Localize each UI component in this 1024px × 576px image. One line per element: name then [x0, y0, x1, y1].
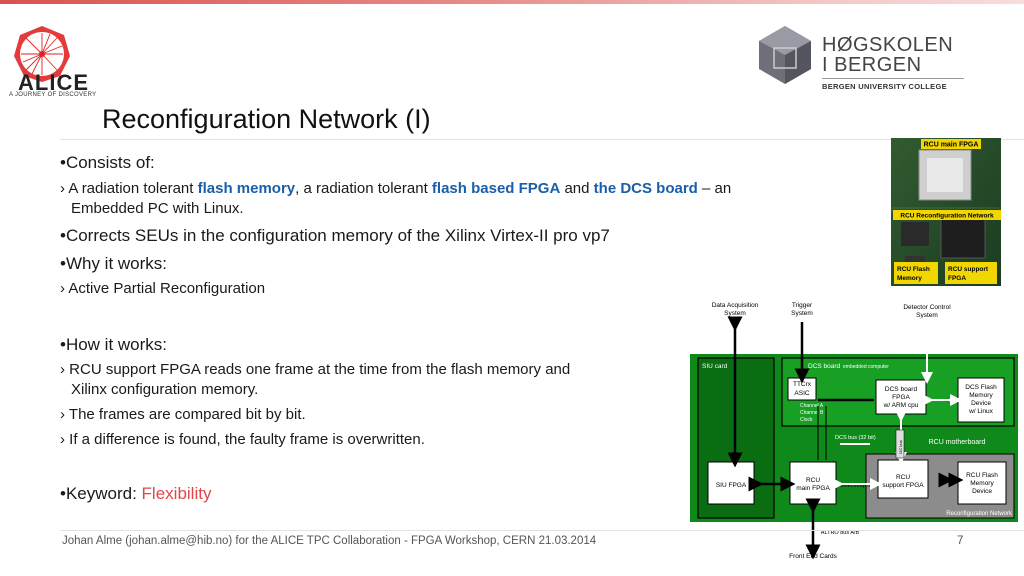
title-divider [60, 139, 1024, 140]
label-dcs-flash-2: Memory [969, 392, 993, 399]
hib-divider [822, 78, 964, 79]
label-dcs-ctrl-2: System [916, 312, 938, 319]
page-number: 7 [957, 535, 964, 547]
label-siu-fpga: SIU FPGA [716, 482, 747, 489]
top-accent-bar [0, 0, 1024, 4]
flash-fpga-highlight: flash based FPGA [431, 180, 561, 197]
svg-text:FPGA: FPGA [948, 275, 966, 282]
label-reconf-net: Reconfiguration Network [946, 511, 1013, 517]
bullet-corrects: •Corrects SEUs in the configuration memo… [60, 226, 610, 245]
rcu-board-photo: RCU main FPGA RCU Reconfiguration Networ… [891, 138, 1001, 286]
hib-name-line1: HØGSKOLEN [822, 34, 954, 56]
slide-title: Reconfiguration Network (I) [102, 104, 431, 134]
label-dcs-flash-3: Device [971, 400, 991, 407]
label-dcs-flash-1: DCS Flash [965, 384, 997, 391]
subbullet-how2: › The frames are compared bit by bit. [60, 406, 306, 423]
subbullet-active: › Active Partial Reconfiguration [60, 280, 266, 297]
hib-name-line2: I BERGEN [822, 54, 922, 76]
bullet-why: •Why it works: [60, 254, 168, 273]
keyword-value: Flexibility [141, 484, 212, 503]
bullet-keyword: •Keyword: Flexibility [60, 484, 212, 503]
hib-subtitle: BERGEN UNIVERSITY COLLEGE [822, 82, 947, 91]
alice-logo-text: ALICE [18, 70, 89, 95]
label-dcs-fpga-2: FPGA [892, 394, 910, 401]
label-rcu-flash-1: RCU Flash [966, 472, 998, 479]
bullet-consists: •Consists of: [60, 153, 155, 172]
dcs-board-highlight: the DCS board [593, 180, 698, 197]
label-fec: Front End Cards [789, 553, 837, 560]
subbullet-components-cont: Embedded PC with Linux. [71, 200, 244, 217]
flash-memory-highlight: flash memory [197, 180, 296, 197]
subbullet-how3: › If a difference is found, the faulty f… [60, 431, 425, 448]
label-rcu-flash-3: Device [972, 488, 992, 495]
label-channel-a: Channel A [800, 403, 824, 409]
rcu-block-diagram: Data Acquisition System Trigger System D… [690, 302, 1018, 560]
label-rcu-flash-2: Memory [970, 480, 994, 487]
label-channel-b: Channel B [800, 410, 824, 416]
footer-divider [60, 530, 1024, 531]
label-ttcrx-1: TTCrx [793, 381, 812, 388]
label-dcs-board: DCS board [808, 363, 841, 370]
subbullet-how1-cont: Xilinx configuration memory. [71, 381, 259, 398]
label-dcs-ctrl-1: Detector Control [903, 304, 951, 311]
label-rcu-motherboard: RCU motherboard [929, 439, 986, 446]
label-rcu-sup-2: support FPGA [882, 482, 924, 489]
label-trigger-1: Trigger [792, 302, 813, 309]
alice-logo-icon [14, 26, 70, 82]
label-clock: Clock [800, 417, 813, 423]
bullet-how: •How it works: [60, 335, 168, 354]
photo-label-reconf: RCU Reconfiguration Network [900, 213, 994, 220]
label-dcs-bus: DCS bus (32 bit) [835, 435, 876, 441]
label-ttcrx-2: ASIC [794, 390, 809, 397]
label-daq-2: System [724, 310, 746, 317]
svg-text:Memory: Memory [897, 275, 922, 282]
label-trigger-2: System [791, 310, 813, 317]
subbullet-how1: › RCU support FPGA reads one frame at th… [60, 361, 571, 378]
label-altro-bus: ALTRO bus A/B [821, 530, 860, 536]
footer-text: Johan Alme (johan.alme@hib.no) for the A… [62, 535, 597, 547]
label-rcu-main-2: main FPGA [796, 485, 830, 492]
label-daq-1: Data Acquisition [712, 302, 759, 309]
label-rcu-main-1: RCU [806, 477, 820, 484]
photo-label-flash: RCU Flash [897, 266, 930, 273]
label-embedded: embedded computer [843, 364, 889, 370]
photo-label-main: RCU main FPGA [924, 142, 979, 149]
label-rcu-sup-1: RCU [896, 474, 910, 481]
subbullet-components: › A radiation tolerant flash memory, a r… [60, 180, 732, 197]
label-vert-bus: I2C bus [898, 440, 903, 454]
photo-label-support: RCU support [948, 266, 989, 273]
alice-tagline: A JOURNEY OF DISCOVERY [9, 92, 97, 98]
hib-logo-icon [759, 26, 811, 84]
label-dcs-flash-4: w/ Linux [968, 408, 994, 415]
label-dcs-fpga-3: w/ ARM cpu [883, 402, 919, 409]
label-siu-card: SIU card [702, 363, 728, 370]
label-dcs-fpga-1: DCS board [885, 386, 918, 393]
